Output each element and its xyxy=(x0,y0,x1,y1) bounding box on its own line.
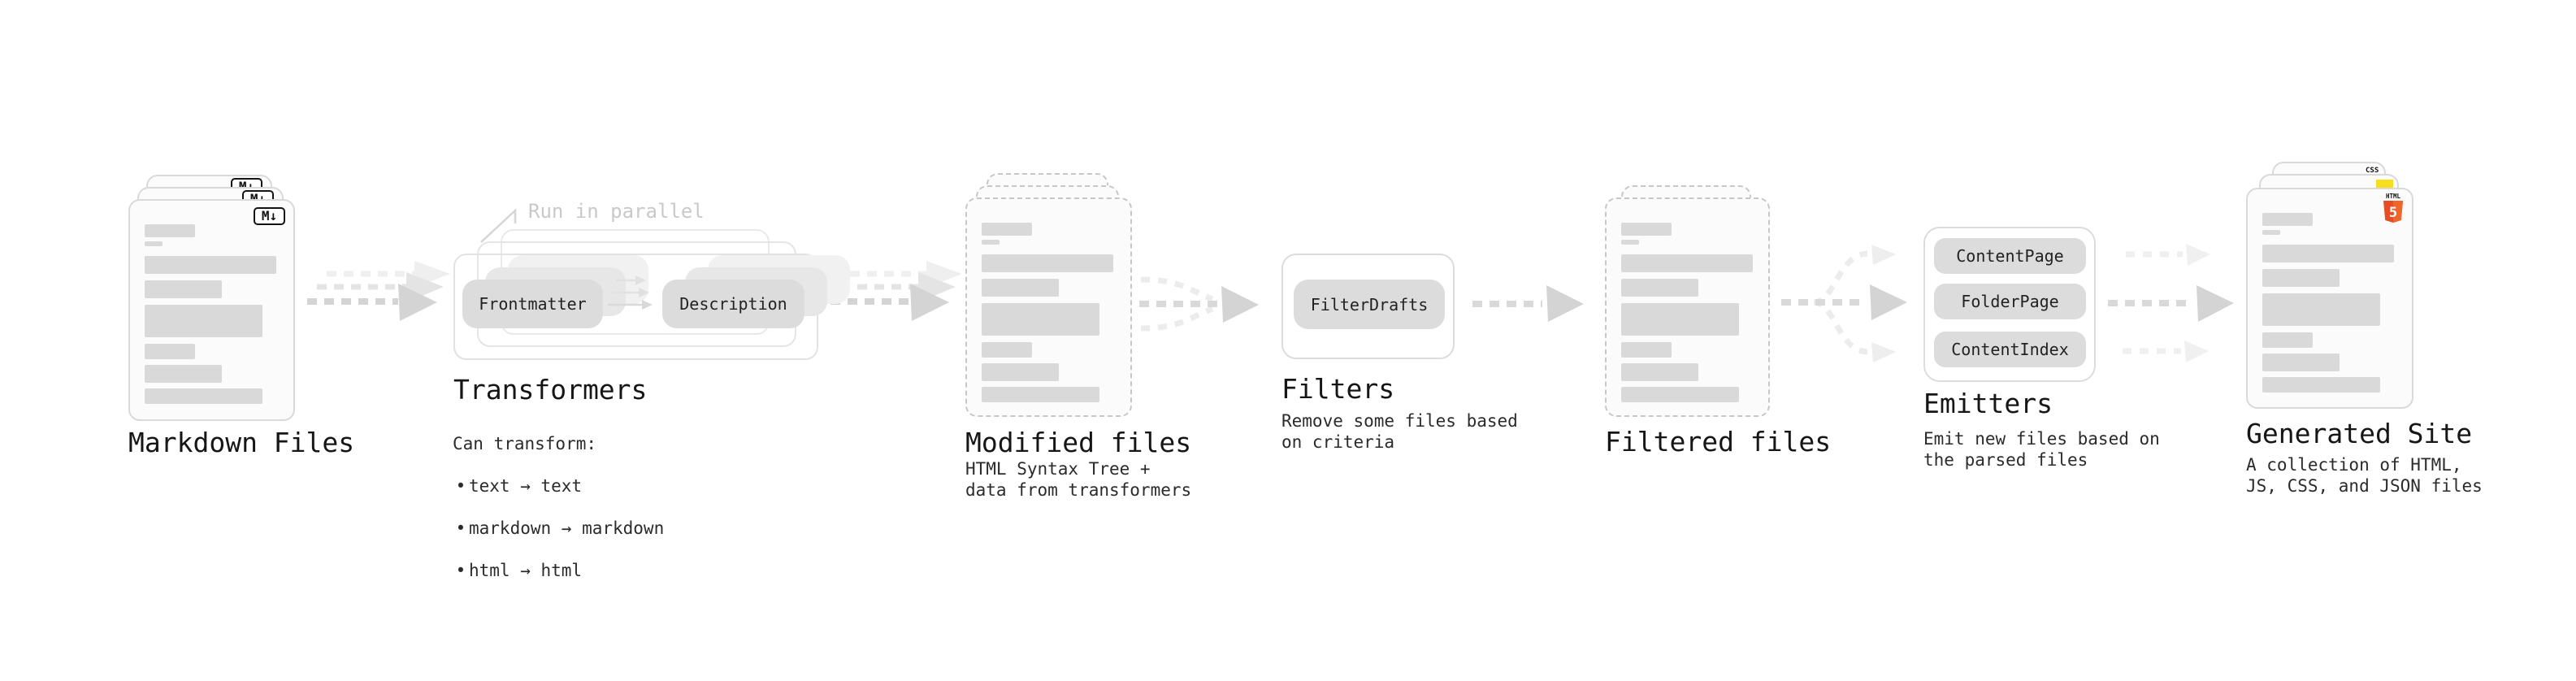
document-content-placeholder xyxy=(2248,213,2412,393)
html5-icon-number: 5 xyxy=(2389,205,2397,221)
filters-title: Filters xyxy=(1281,373,1395,405)
arrow-filtered-to-emitters-split xyxy=(1781,245,1907,362)
site-file-card-html xyxy=(2246,188,2413,409)
run-in-parallel-label: Run in parallel xyxy=(528,200,705,223)
document-content-placeholder xyxy=(967,223,1130,402)
emitters-caption: Emit new files based on the parsed files xyxy=(1923,429,2160,470)
filtered-file-card-front xyxy=(1605,197,1770,417)
modified-files-title: Modified files xyxy=(965,427,1192,458)
markdown-files-title: Markdown Files xyxy=(128,427,355,458)
html5-icon: HTML 5 xyxy=(2383,193,2403,223)
transformer-pill-frontmatter: Frontmatter xyxy=(462,280,603,328)
annotation-leader-line xyxy=(480,208,517,243)
filters-caption: Remove some files based on criteria xyxy=(1281,411,1518,452)
document-content-placeholder xyxy=(130,224,293,404)
transformers-title: Transformers xyxy=(453,374,648,406)
html5-icon-label: HTML xyxy=(2386,193,2401,200)
parallel-arrows-icon xyxy=(608,275,653,310)
arrow-transformers-to-modified xyxy=(830,261,962,321)
markdown-file-card-front xyxy=(128,199,295,421)
bullet: • xyxy=(455,561,466,580)
arrow-filters-to-filtered xyxy=(1472,285,1584,322)
transformer-pill-description: Description xyxy=(662,280,804,328)
caption-item: •html → html xyxy=(453,560,664,581)
markdown-icon: M↓ xyxy=(254,207,285,225)
js-file-icon xyxy=(2376,180,2393,188)
bullet: • xyxy=(455,476,466,496)
bullet: • xyxy=(455,518,466,538)
emitter-pill-contentindex: ContentIndex xyxy=(1934,332,2086,367)
generated-site-caption: A collection of HTML, JS, CSS, and JSON … xyxy=(2246,455,2483,496)
generated-site-title: Generated Site xyxy=(2246,418,2473,449)
modified-file-card-front xyxy=(965,197,1132,417)
emitter-pill-folderpage: FolderPage xyxy=(1934,284,2086,319)
arrow-emitters-to-site xyxy=(2108,244,2234,362)
filter-pill-filterdrafts: FilterDrafts xyxy=(1294,280,1445,329)
emitters-title: Emitters xyxy=(1923,388,2053,419)
emitter-pill-contentpage: ContentPage xyxy=(1934,238,2086,274)
arrow-markdown-to-transformers xyxy=(307,261,450,321)
arrow-modified-to-filters-merge xyxy=(1139,276,1259,332)
document-content-placeholder xyxy=(1607,223,1768,402)
caption-heading: Can transform: xyxy=(453,434,597,453)
transformers-caption: Can transform: •text → text •markdown → … xyxy=(453,412,664,602)
caption-item: •text → text xyxy=(453,475,664,497)
filtered-files-title: Filtered files xyxy=(1605,426,1832,458)
modified-files-caption: HTML Syntax Tree + data from transformer… xyxy=(965,459,1192,500)
caption-item: •markdown → markdown xyxy=(453,518,665,539)
